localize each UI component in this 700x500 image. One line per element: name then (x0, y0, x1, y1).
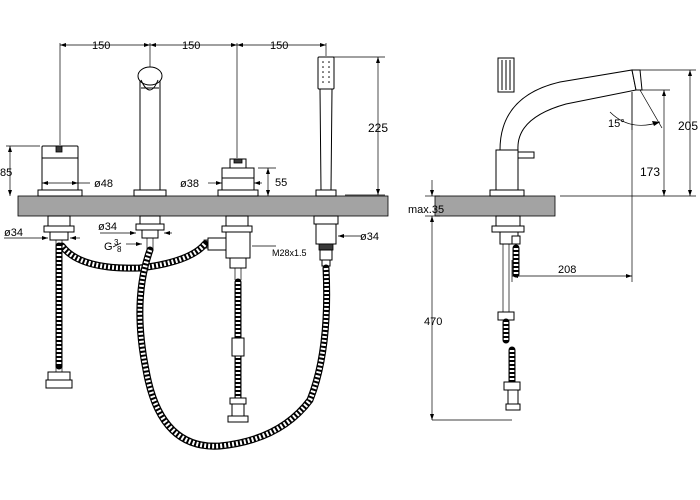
max-35-dimension: max.35 (408, 180, 444, 232)
dia-34-right-dimension: ø34 (338, 231, 379, 243)
dia-34-mid-dimension: ø34 G 3 8 (98, 221, 172, 254)
side-view: max.35 470 (408, 57, 698, 421)
dia-34-mid-label: ø34 (98, 221, 117, 233)
height-85-dimension: 85 (0, 145, 40, 196)
spacing-label-2: 150 (182, 40, 200, 52)
top-spacing-dimension: 150 150 150 (59, 40, 327, 158)
thread-frac-den: 8 (117, 245, 122, 254)
side-mixer-body (489, 57, 643, 197)
height-470-label: 470 (424, 316, 442, 328)
diverter-handle (203, 158, 259, 280)
hand-shower (313, 56, 339, 267)
dia-34-left-dimension: ø34 (4, 227, 80, 240)
deck-surface (17, 195, 389, 217)
dia-38-label: ø38 (180, 178, 199, 190)
spacing-label-3: 150 (270, 40, 288, 52)
height-173-label: 173 (640, 165, 660, 179)
height-225-dimension: 225 (330, 56, 388, 196)
front-view: 150 150 150 225 85 (0, 40, 389, 450)
dia-48-label: ø48 (94, 178, 113, 190)
length-208-label: 208 (558, 264, 576, 276)
height-173-dimension: 173 (640, 89, 670, 196)
dia-48-dimension: ø48 (42, 178, 113, 190)
dia-34-right-label: ø34 (360, 231, 379, 243)
diverter-lower-fittings (227, 337, 249, 423)
angle-15-dimension: 15° (608, 89, 663, 130)
braided-hoses (55, 240, 331, 450)
bath-spout (133, 66, 167, 250)
thread-m28-label: M28x1.5 (272, 248, 307, 258)
max-35-label: max.35 (408, 204, 444, 216)
height-470-dimension: 470 (424, 232, 512, 421)
side-deck-surface (434, 195, 556, 217)
thread-frac-num: 3 (114, 238, 119, 247)
height-205-dimension: 205 (560, 69, 698, 197)
dim-55-label: 55 (275, 177, 287, 189)
spacing-label-1: 150 (92, 40, 110, 52)
height-85-label: 85 (0, 167, 12, 179)
height-205-label: 205 (678, 119, 698, 133)
side-underdeck (491, 215, 525, 411)
height-225-label: 225 (368, 121, 388, 135)
dia-34-left-label: ø34 (4, 227, 23, 239)
thread-m28-dimension: M28x1.5 (252, 245, 307, 258)
thread-g-label: G (104, 241, 113, 253)
shower-spray-holes (322, 61, 330, 83)
dia-38-dimension: ø38 55 (180, 167, 287, 196)
angle-15-label: 15° (608, 118, 625, 130)
